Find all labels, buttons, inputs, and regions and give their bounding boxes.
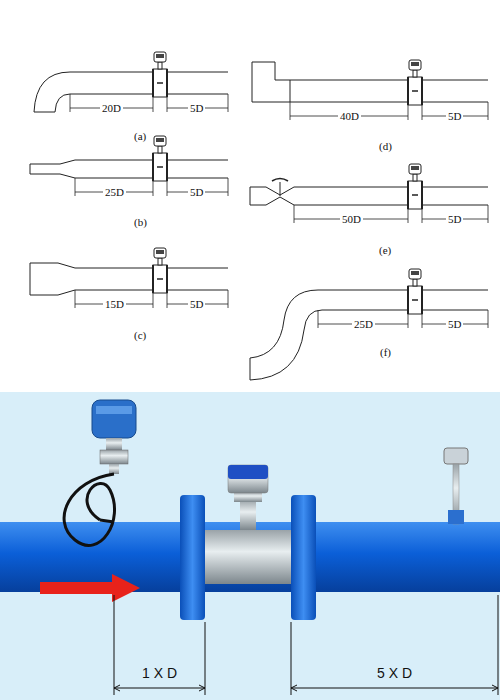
dimension-label: 5 X D (375, 666, 414, 681)
figure-caption: (a) (132, 130, 148, 142)
dimension-label: 20D (100, 102, 123, 114)
flow-arrow (40, 574, 140, 602)
dimension-label: 5D (446, 318, 463, 330)
dimension-label: 50D (340, 213, 363, 225)
temperature-sensor (444, 448, 468, 524)
dimension-label: 15D (103, 298, 126, 310)
dimension-label: 25D (352, 318, 375, 330)
figure-caption: (c) (132, 329, 148, 341)
dimension-label: 5D (188, 186, 205, 198)
figure-caption: (b) (132, 216, 149, 228)
dimension-label: 5D (188, 102, 205, 114)
vortex-flowmeter (180, 465, 316, 620)
dimension-label: 5D (446, 110, 463, 122)
figure-caption: (e) (377, 244, 393, 256)
dimension-label: 25D (103, 186, 126, 198)
scene-ground (0, 392, 500, 700)
dimension-label: 5D (188, 298, 205, 310)
figure-caption: (d) (377, 140, 394, 152)
dimension-label: 40D (338, 110, 361, 122)
dimension-label: 5D (446, 213, 463, 225)
pipe (0, 522, 500, 592)
figure-caption: (f) (378, 346, 393, 358)
dimension-label: 1 X D (140, 666, 179, 681)
pressure-transmitter (64, 400, 136, 545)
